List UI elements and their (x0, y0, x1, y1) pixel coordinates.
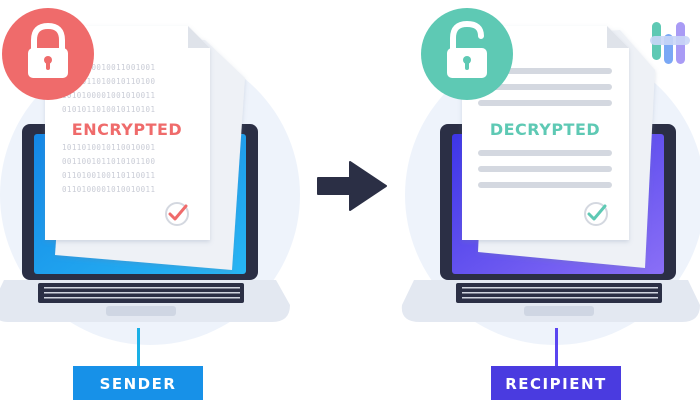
recipient-text-lines (478, 68, 612, 188)
recipient-status-text: DECRYPTED (490, 120, 600, 139)
sender-binary-line: 1011010010110010001 (62, 143, 155, 152)
recipient-keyboard-keys (462, 287, 658, 299)
recipient-check-icon (584, 202, 608, 226)
sender-document-fold (188, 26, 210, 48)
unlocked-padlock-icon (421, 8, 513, 100)
sender-binary-line: 1010010010011001001 (62, 63, 155, 72)
sender-binary-line: 0011001011010101100 (62, 157, 155, 166)
sender-trackpad (106, 306, 176, 316)
sender-binary-line: 0101011010010110100 (62, 77, 155, 86)
locked-padlock-icon (2, 8, 94, 100)
recipient-label-box (491, 366, 621, 400)
sender-binary-line: 0110100001010010011 (62, 185, 155, 194)
right-arrow-icon (317, 161, 387, 211)
sender-binary-line: 0101011010010110101 (62, 105, 155, 114)
sender-binary-lines: 1010010010011001001 0101011010010110100 10… (62, 63, 155, 194)
recipient-document-fold (607, 26, 629, 48)
sender-keyboard-keys (44, 287, 240, 299)
recipient-connector-line (555, 328, 558, 368)
sender-label: SENDER (100, 375, 177, 393)
sender-check-icon (165, 202, 189, 226)
recipient-trackpad (524, 306, 594, 316)
sender-binary-line: 1010100001001010011 (62, 91, 155, 100)
sender-label-box (73, 366, 203, 400)
sender-connector-line (137, 328, 140, 368)
sender-binary-line: 0110100100110110011 (62, 171, 155, 180)
brand-logo-icon (650, 22, 690, 64)
sender-status-text: ENCRYPTED (72, 120, 182, 139)
recipient-label: RECIPIENT (505, 375, 607, 393)
